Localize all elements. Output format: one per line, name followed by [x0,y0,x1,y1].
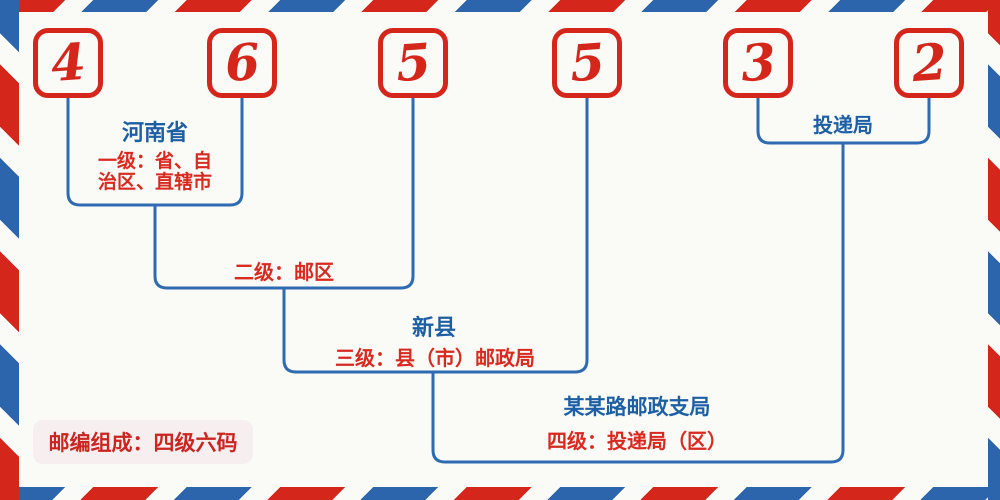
postal-digit: 2 [909,31,949,94]
postal-digit-box-1: 4 [33,28,103,98]
postal-digit: 5 [567,31,607,94]
postal-digit: 5 [393,31,433,94]
county-label: 新县 [411,315,457,340]
level4-bracket [431,143,845,464]
composition-badge: 邮编组成：四级六码 [33,420,253,464]
postal-digit: 6 [222,31,262,94]
postal-digit-box-4: 5 [552,28,622,98]
level1-desc-line2: 治区、直辖市 [97,172,213,193]
province-label: 河南省 [121,120,189,145]
postal-digit: 4 [48,31,88,94]
postal-digit-box-2: 6 [207,28,277,98]
delivery-bureau-label: 投递局 [813,115,873,137]
postal-digit-box-6: 2 [894,28,964,98]
level3-desc: 三级：县（市）邮政局 [335,348,535,370]
branch-label: 某某路邮政支局 [563,395,711,419]
postal-digit-box-3: 5 [378,28,448,98]
level3-bracket [282,97,589,374]
composition-badge-text: 邮编组成：四级六码 [48,431,238,455]
postal-digit-box-5: 3 [723,28,793,98]
delivery-bracket [756,97,931,145]
postal-digit: 3 [738,31,778,94]
level4-desc: 四级：投递局（区） [547,431,727,453]
level1-desc-line1: 一级：省、自 [97,151,213,172]
level2-desc: 二级：邮区 [234,262,334,284]
